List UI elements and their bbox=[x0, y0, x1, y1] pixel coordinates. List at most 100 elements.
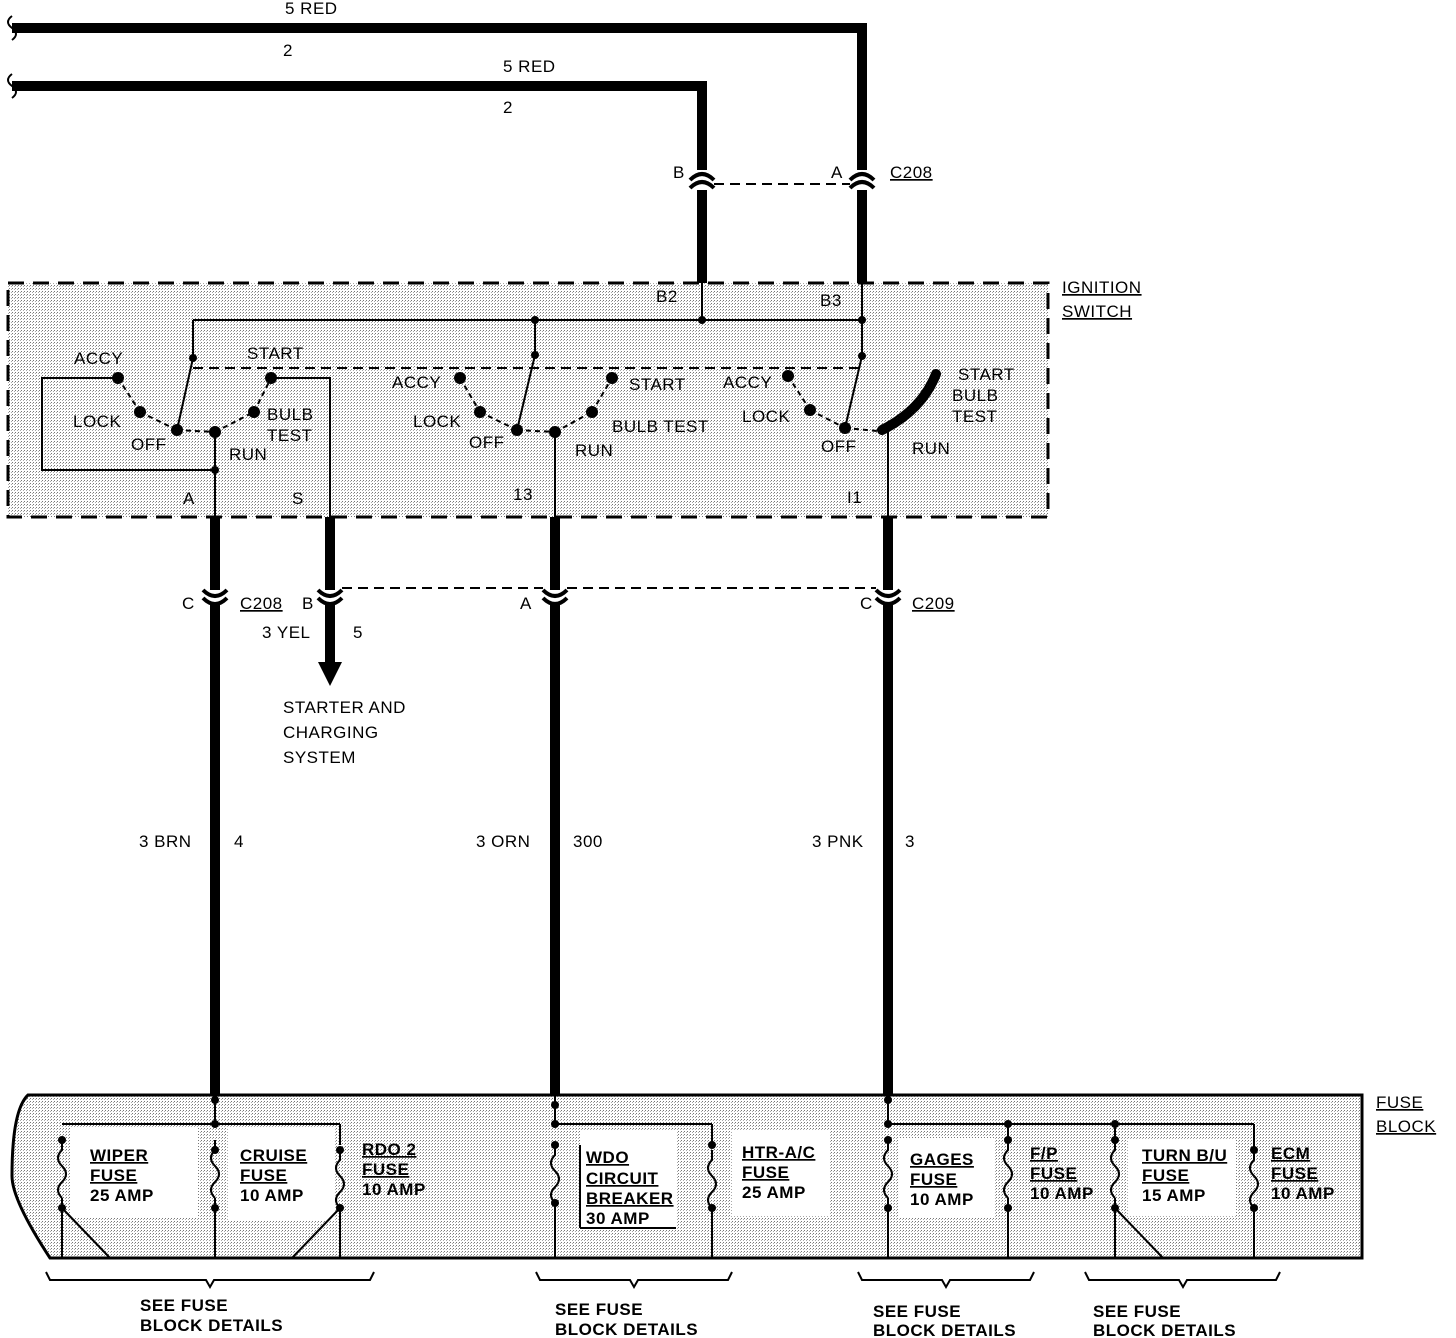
sw1-start: START bbox=[247, 344, 304, 363]
terminal-s: S bbox=[292, 489, 304, 508]
wire-1-color-label: 5 RED bbox=[285, 0, 338, 18]
fuse-block-title-2: BLOCK bbox=[1376, 1117, 1436, 1136]
starter-wire-circuit: 5 bbox=[353, 623, 363, 642]
c209-name: C209 bbox=[912, 594, 955, 613]
fuse-wdo-type-2: BREAKER bbox=[586, 1189, 674, 1208]
switch-section-3-contacts bbox=[782, 370, 851, 434]
sw2-off: OFF bbox=[469, 433, 505, 452]
fuse-cruise-type: FUSE bbox=[240, 1166, 287, 1185]
switch-section-1 bbox=[41, 357, 331, 517]
see-details-1-line2: BLOCK DETAILS bbox=[140, 1316, 283, 1335]
lower-heavy-wires bbox=[210, 517, 893, 1095]
fuse-turn-bu: TURN B/U FUSE 15 AMP bbox=[1142, 1146, 1227, 1205]
fuse-block-title-1: FUSE bbox=[1376, 1093, 1423, 1112]
sw3-test: TEST bbox=[952, 407, 997, 426]
sw3-start: START bbox=[958, 365, 1015, 384]
sw3-run: RUN bbox=[912, 439, 950, 458]
sw2-run: RUN bbox=[575, 441, 613, 460]
terminal-a: A bbox=[183, 489, 195, 508]
sw3-bulb: BULB bbox=[952, 386, 998, 405]
fuse-ecm-amps: 10 AMP bbox=[1271, 1184, 1335, 1203]
brn-wire-circuit: 4 bbox=[234, 832, 244, 851]
brn-wire-color: 3 BRN bbox=[139, 832, 192, 851]
fuse-wiper: WIPER FUSE 25 AMP bbox=[90, 1146, 154, 1205]
see-details-2-line1: SEE FUSE bbox=[555, 1300, 643, 1319]
c209-pin-a: A bbox=[520, 594, 532, 613]
fuse-gages-name: GAGES bbox=[910, 1150, 974, 1169]
fuse-turn-type: FUSE bbox=[1142, 1166, 1189, 1185]
c208-lower-name: C208 bbox=[240, 594, 283, 613]
fuse-ecm-name: ECM bbox=[1271, 1144, 1310, 1163]
see-details-3-line1: SEE FUSE bbox=[873, 1302, 961, 1321]
fuse-fp: F/P FUSE 10 AMP bbox=[1030, 1144, 1094, 1203]
fuse-gages-type: FUSE bbox=[910, 1170, 957, 1189]
fuse-fp-amps: 10 AMP bbox=[1030, 1184, 1094, 1203]
orn-wire-color: 3 ORN bbox=[476, 832, 530, 851]
orn-wire-circuit: 300 bbox=[573, 832, 603, 851]
fuse-htr-type: FUSE bbox=[742, 1163, 789, 1182]
sw1-run: RUN bbox=[229, 445, 267, 464]
starter-dest-1: STARTER AND bbox=[283, 698, 406, 717]
sw3-start-bulb-test-contact bbox=[877, 369, 941, 435]
fuse-htr-name: HTR-A/C bbox=[742, 1143, 815, 1162]
fuse-ecm: ECM FUSE 10 AMP bbox=[1271, 1144, 1335, 1203]
fuse-ecm-type: FUSE bbox=[1271, 1164, 1318, 1183]
fuse-wiper-name: WIPER bbox=[90, 1146, 148, 1165]
fuse-rdo2-type: FUSE bbox=[362, 1160, 409, 1179]
starter-dest-3: SYSTEM bbox=[283, 748, 356, 767]
see-details-4-line2: BLOCK DETAILS bbox=[1093, 1321, 1236, 1338]
starter-arrow bbox=[318, 662, 342, 686]
sw2-bulb-test: BULB TEST bbox=[612, 417, 709, 436]
fuse-htr-ac: HTR-A/C FUSE 25 AMP bbox=[742, 1143, 815, 1202]
sw1-lock: LOCK bbox=[73, 412, 121, 431]
ignition-internal-bus bbox=[192, 283, 863, 369]
fuse-turn-name: TURN B/U bbox=[1142, 1146, 1227, 1165]
terminal-b2: B2 bbox=[656, 287, 678, 306]
top-wire-1 bbox=[7, 15, 867, 170]
pnk-wire-circuit: 3 bbox=[905, 832, 915, 851]
sw3-accy: ACCY bbox=[723, 373, 772, 392]
sw3-lock: LOCK bbox=[742, 407, 790, 426]
fuse-fp-name: F/P bbox=[1030, 1144, 1058, 1163]
fuse-gages: GAGES FUSE 10 AMP bbox=[910, 1150, 974, 1209]
c208-top-pin-a: A bbox=[831, 163, 843, 182]
ignition-switch-box bbox=[6, 281, 1050, 519]
sw1-accy: ACCY bbox=[74, 349, 123, 368]
fuse-fp-type: FUSE bbox=[1030, 1164, 1077, 1183]
fuse-cruise-amps: 10 AMP bbox=[240, 1186, 304, 1205]
see-details-3-line2: BLOCK DETAILS bbox=[873, 1321, 1016, 1338]
fuse-block-internal-wiring bbox=[57, 1095, 1259, 1259]
sw1-bulb: BULB bbox=[267, 405, 313, 424]
switch-section-2-contacts bbox=[454, 372, 618, 438]
c208-top-connector bbox=[688, 172, 876, 283]
ignition-switch-title-1: IGNITION bbox=[1062, 278, 1142, 297]
fuse-block-outline bbox=[10, 1093, 1364, 1260]
fuse-cruise-name: CRUISE bbox=[240, 1146, 307, 1165]
fuse-htr-amps: 25 AMP bbox=[742, 1183, 806, 1202]
fuse-wiper-amps: 25 AMP bbox=[90, 1186, 154, 1205]
fuse-wdo-amps: 30 AMP bbox=[586, 1209, 650, 1228]
terminal-13: 13 bbox=[513, 485, 533, 504]
fuse-rdo2-name: RDO 2 bbox=[362, 1140, 416, 1159]
fuse-turn-amps: 15 AMP bbox=[1142, 1186, 1206, 1205]
switch-section-2 bbox=[459, 354, 613, 517]
c209-pin-c: C bbox=[860, 594, 873, 613]
fuse-cruise: CRUISE FUSE 10 AMP bbox=[240, 1146, 307, 1205]
fuse-block-junctions bbox=[58, 1096, 1258, 1212]
sw2-start: START bbox=[629, 375, 686, 394]
fuse-label-panels bbox=[70, 1128, 1236, 1228]
switch-section-1-contacts bbox=[112, 372, 277, 474]
sw2-accy: ACCY bbox=[392, 373, 441, 392]
c208-c209-connector bbox=[201, 587, 902, 606]
c208-top-pin-b: B bbox=[673, 163, 685, 182]
c208-pin-b: B bbox=[302, 594, 314, 613]
fuse-rdo2: RDO 2 FUSE 10 AMP bbox=[362, 1140, 425, 1199]
wire-2-color-label: 5 RED bbox=[503, 57, 556, 76]
fuse-wdo-breaker: WDO CIRCUIT BREAKER 30 AMP bbox=[586, 1148, 674, 1228]
starter-wire-color: 3 YEL bbox=[262, 623, 311, 642]
sw1-off: OFF bbox=[131, 435, 167, 454]
see-details-4-line1: SEE FUSE bbox=[1093, 1302, 1181, 1321]
terminal-b3: B3 bbox=[820, 291, 842, 310]
ignition-switch-title-2: SWITCH bbox=[1062, 302, 1132, 321]
